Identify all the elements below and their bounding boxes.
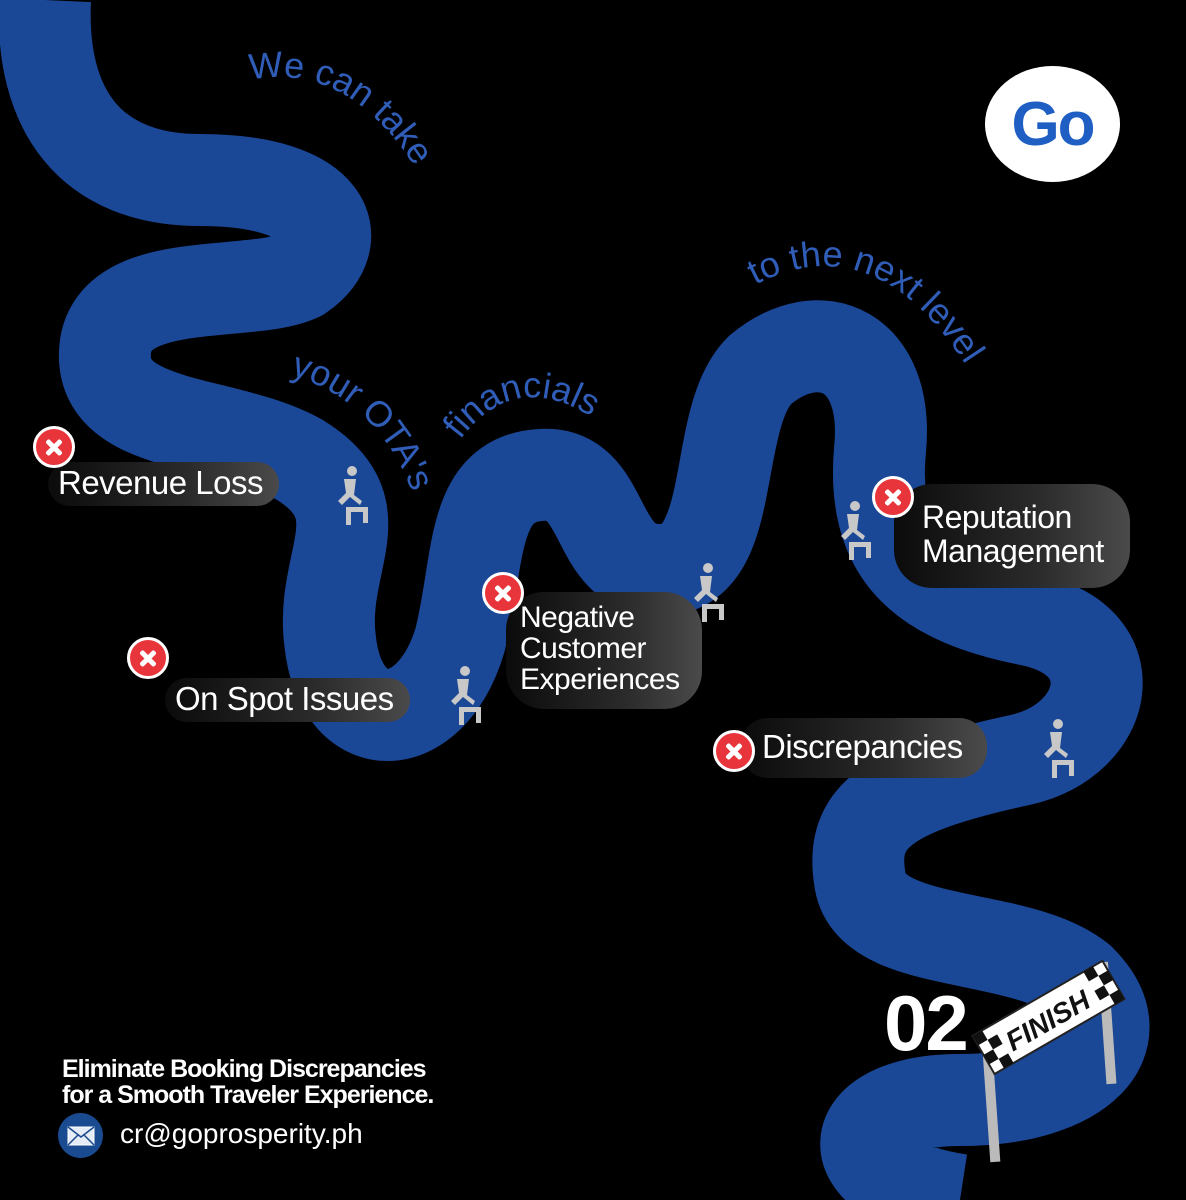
tagline-line: for a Smooth Traveler Experience.	[62, 1081, 434, 1109]
step-number: 02	[884, 979, 969, 1067]
tagline-line: Eliminate Booking Discrepancies	[62, 1055, 427, 1083]
runner-hurdle-icon	[694, 563, 724, 622]
obstacle-label: Experiences	[520, 663, 680, 696]
obstacle-label: Reputation	[922, 499, 1072, 535]
runner-hurdle-icon	[1044, 719, 1074, 778]
tagline: Eliminate Booking Discrepancies for a Sm…	[62, 1055, 434, 1109]
obstacle-label: On Spot Issues	[175, 680, 394, 717]
close-x-icon	[713, 730, 755, 772]
obstacle-discrepancies: Discrepancies	[740, 718, 987, 778]
obstacle-label: Customer	[520, 632, 647, 665]
close-x-icon	[872, 476, 914, 518]
close-x-icon	[482, 572, 524, 614]
runner-hurdle-icon	[451, 666, 481, 725]
go-logo: Go	[985, 66, 1120, 182]
mail-icon	[58, 1113, 103, 1158]
obstacle-negative-customer-experiences: Negative Customer Experiences	[506, 592, 702, 709]
close-x-icon	[33, 426, 75, 468]
close-x-icon	[127, 637, 169, 679]
runner-hurdle-icon	[841, 501, 871, 560]
obstacle-label: Discrepancies	[762, 728, 963, 765]
obstacle-label: Management	[922, 533, 1104, 569]
obstacle-revenue-loss: Revenue Loss	[48, 462, 279, 506]
obstacle-on-spot-issues: On Spot Issues	[165, 678, 410, 722]
obstacle-reputation-management: Reputation Management	[894, 484, 1130, 588]
runner-hurdle-icon	[338, 466, 368, 525]
contact-email[interactable]: cr@goprosperity.ph	[120, 1118, 363, 1149]
obstacle-label: Revenue Loss	[58, 464, 263, 501]
road-path	[0, 0, 1150, 1200]
obstacle-label: Negative	[520, 601, 635, 634]
